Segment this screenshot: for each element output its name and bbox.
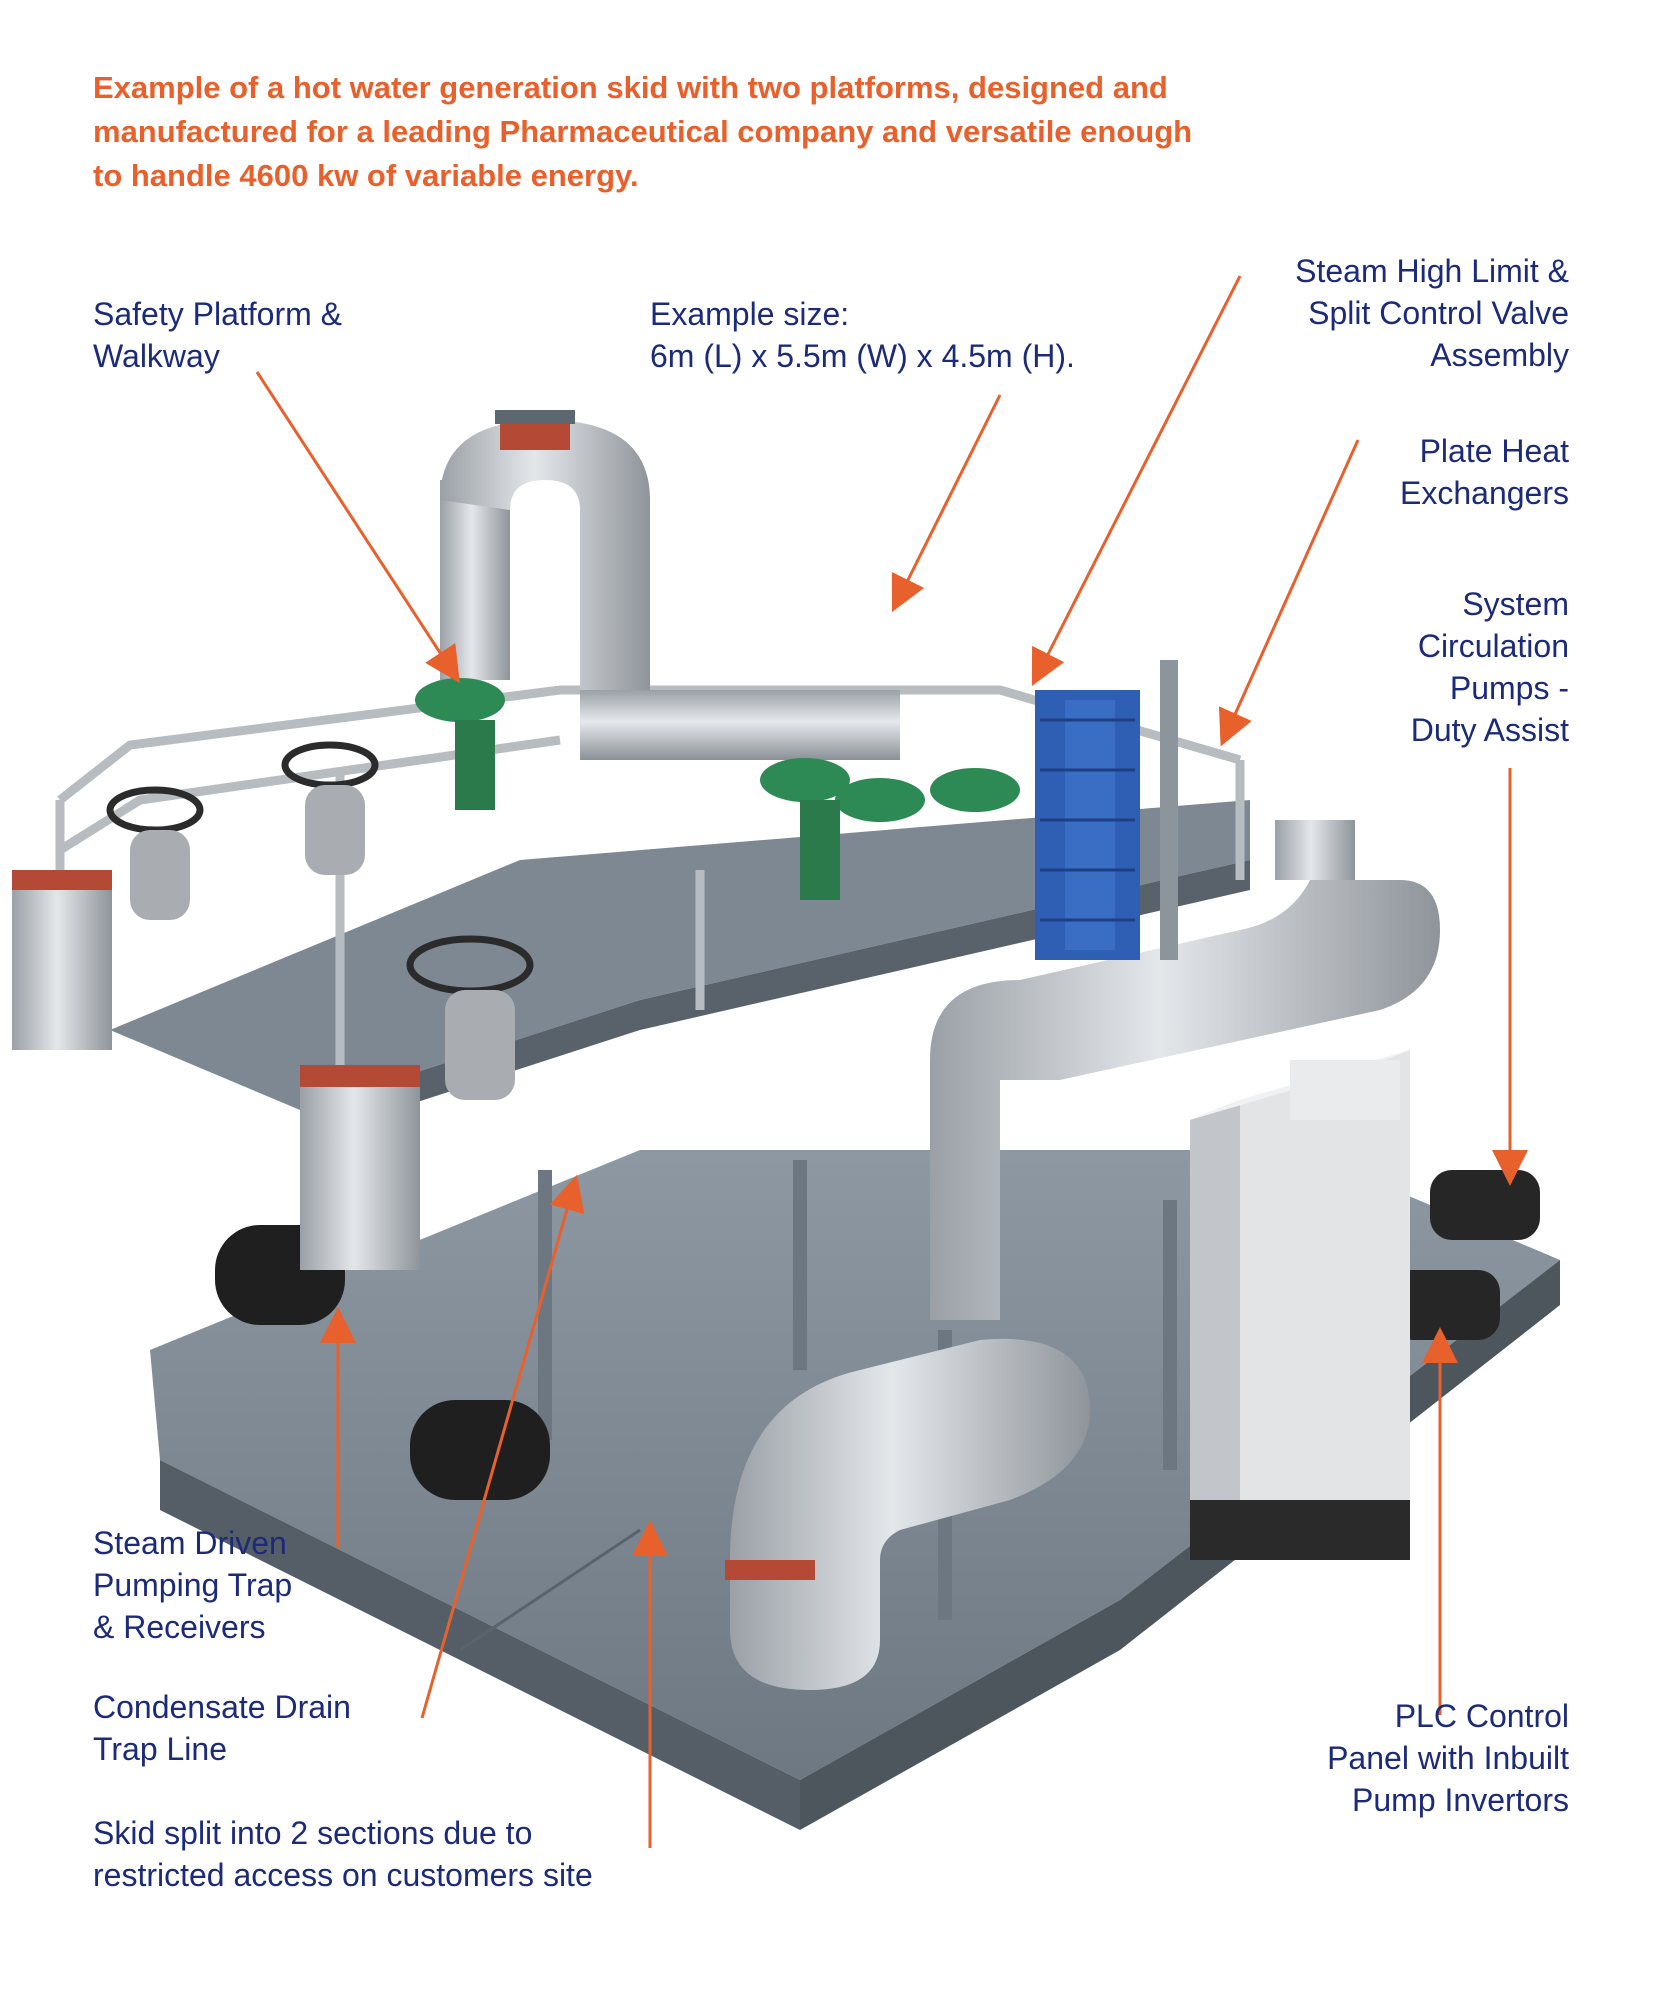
label-skid-split: Skid split into 2 sections due to restri… — [93, 1815, 593, 1893]
headline-line-1: Example of a hot water generation skid w… — [93, 70, 1168, 105]
label-steam-valve: Steam High Limit & Split Control Valve A… — [1295, 253, 1569, 373]
upper-platform — [110, 800, 1250, 1140]
label-safety-platform: Safety Platform & Walkway — [93, 296, 342, 374]
headline: Example of a hot water generation skid w… — [93, 66, 1513, 198]
plc-panel — [1190, 1050, 1410, 1560]
label-condensate-drain: Condensate Drain Trap Line — [93, 1689, 351, 1767]
headline-line-2: manufactured for a leading Pharmaceutica… — [93, 114, 1193, 149]
valve-bodies — [130, 785, 515, 1100]
insulated-pipe-upper — [440, 410, 900, 760]
headline-line-3: to handle 4600 kw of variable energy. — [93, 158, 639, 193]
annotation-arrows — [255, 275, 1528, 1848]
pumps — [1390, 1170, 1540, 1340]
insulated-pipe-lower — [930, 880, 1440, 1320]
label-example-size: Example size: 6m (L) x 5.5m (W) x 4.5m (… — [650, 296, 1075, 374]
plate-heat-exchanger — [1035, 660, 1178, 960]
label-circulation-pumps: System Circulation Pumps - Duty Assist — [1410, 586, 1569, 748]
label-plc-panel: PLC Control Panel with Inbuilt Pump Inve… — [1327, 1698, 1569, 1818]
control-valves — [415, 678, 1020, 900]
insulated-pipe-front — [725, 1338, 1090, 1690]
label-pumping-trap: Steam Driven Pumping Trap & Receivers — [93, 1525, 293, 1645]
vessels — [12, 820, 1355, 1270]
label-plate-heat-exchangers: Plate Heat Exchangers — [1400, 433, 1569, 511]
